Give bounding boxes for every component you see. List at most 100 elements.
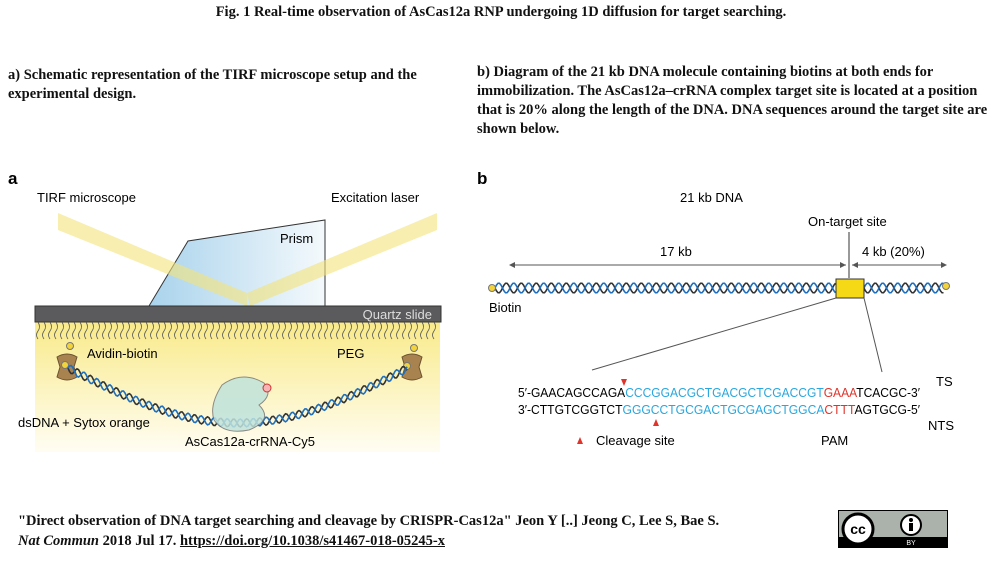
peg-chain [264,321,268,340]
cas12a-complex [212,376,269,432]
peg-chain [372,321,376,340]
peg-chain [132,321,136,340]
avidin-label: Avidin-biotin [87,346,158,361]
peg-chain [276,321,280,340]
peg-chain [174,321,178,340]
citation: "Direct observation of DNA target search… [18,511,828,551]
peg-chain [198,321,202,340]
peg-chain [72,321,76,340]
peg-chain [66,321,70,340]
peg-chain [90,321,94,340]
peg-chain [324,321,328,340]
cleavage-legend-label: Cleavage site [596,433,675,448]
tirf-label: TIRF microscope [37,190,136,205]
peg-chain [312,321,316,340]
peg-chain [288,321,292,340]
caption-a: a) Schematic representation of the TIRF … [8,67,417,102]
peg-chain [300,321,304,340]
peg-chain [54,321,58,340]
peg-chain [138,321,142,340]
cas-label: AsCas12a-crRNA-Cy5 [185,434,315,449]
peg-chain [102,321,106,340]
peg-chain [294,321,298,340]
peg-chain [246,321,250,340]
peg-chain [318,321,322,340]
peg-chain [426,321,430,340]
laser-beam [247,213,437,306]
dna-length-label: 21 kb DNA [680,190,743,205]
nts-sequence: 3′-CTTGTCGGTCTGGGCCTGCGACTGCGAGCTGGCACTT… [518,403,921,417]
peg-chain [36,321,40,340]
panel-b-letter: b [477,169,487,188]
target-site-box [835,278,865,299]
peg-chain [432,321,436,340]
peg-chain [330,321,334,340]
peg-chain [384,321,388,340]
svg-text:cc: cc [850,521,866,537]
peg-chain [216,321,220,340]
peg-chain [228,321,232,340]
dna-backbone [494,282,837,294]
peg-chain [366,321,370,340]
peg-chain [78,321,82,340]
peg-chain [342,321,346,340]
peg-chain [204,321,208,340]
peg-chain [114,321,118,340]
dna-backbone [863,282,944,294]
nts-cleavage-marker [653,419,659,426]
peg-chain [240,321,244,340]
peg-chain [282,321,286,340]
avidin-right [401,353,423,381]
dna-backbone [863,282,944,294]
peg-chain [42,321,46,340]
peg-chain [360,321,364,340]
peg-chain [414,321,418,340]
cc-icon [841,512,875,546]
doi-link[interactable]: https://doi.org/10.1038/s41467-018-05245… [179,533,445,549]
peg-chain [270,321,274,340]
on-target-label: On-target site [808,214,887,229]
quartz-slide-label: Quartz slide [363,307,432,322]
dsdna-label: dsDNA + Sytox orange [18,415,150,430]
peg-chain [186,321,190,340]
laser-label: Excitation laser [331,190,420,205]
citation-line1: "Direct observation of DNA target search… [18,513,720,529]
quartz-slide [34,305,442,323]
peg-chain [180,321,184,340]
cc-by-license-badge[interactable]: cc BY [838,510,948,548]
panel-b: b 21 kb DNA On-target site 17 kb 4 kb (2… [477,169,954,448]
citation-journal: Nat Commun [18,533,99,549]
peg-chain [234,321,238,340]
peg-chain [402,321,406,340]
peg-chain [408,321,412,340]
peg-chain [258,321,262,340]
peg-chain [396,321,400,340]
svg-text:BY: BY [906,540,916,547]
prism-label: Prism [280,231,313,246]
caption-b: b) Diagram of the 21 kb DNA molecule con… [477,64,988,137]
peg-chain [108,321,112,340]
left-length-label: 17 kb [660,244,692,259]
ts-cleavage-marker [621,379,627,386]
peg-chain [162,321,166,340]
biotin-label: Biotin [489,300,522,315]
peg-chain [348,321,352,340]
citation-date: 2018 Jul 17. [98,533,180,549]
right-length-label: 4 kb (20%) [862,244,925,259]
panel-a: a Quartz slide TIRF microscope Excitatio… [8,169,442,452]
peg-chain [144,321,148,340]
peg-chain [336,321,340,340]
tirf-beam [58,213,247,306]
peg-chain [168,321,172,340]
peg-chain [192,321,196,340]
peg-chain [252,321,256,340]
cleavage-legend-icon [577,437,583,444]
peg-chain [48,321,52,340]
panel-a-letter: a [8,169,18,188]
peg-chain [84,321,88,340]
ts-sequence: 5′-GAACAGCCAGACCCGGACGCTGACGCTCGACCGTGAA… [518,386,921,400]
peg-chain [420,321,424,340]
peg-chain [156,321,160,340]
peg-chain [390,321,394,340]
